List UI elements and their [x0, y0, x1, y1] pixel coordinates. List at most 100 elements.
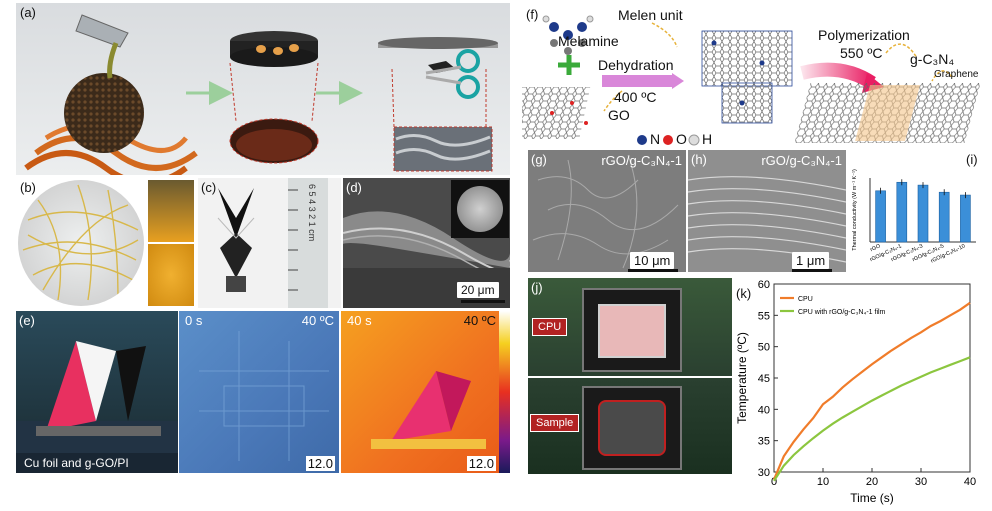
ruler-number: 1 [307, 221, 317, 227]
panel-c: 6 5 4 3 2 1 cm (c) [198, 178, 341, 308]
y-axis-label: Thermal conductivity (W m⁻¹ K⁻¹) [852, 169, 858, 251]
panel-h: (h) rGO/g-C₃N₄-1 1 μm [688, 150, 846, 272]
ruler-number: 3 [307, 206, 317, 212]
panel-label-b: (b) [20, 180, 36, 195]
x-tick-label: 20 [866, 476, 878, 488]
y-tick-label: 50 [758, 342, 770, 354]
bar [938, 191, 950, 243]
scale-label-h: 1 μm [792, 252, 830, 269]
panel-h-title: rGO/g-C₃N₄-1 [761, 153, 842, 168]
panel-e-photo: Cu foil and g-GO/PI (e) [16, 311, 178, 473]
y-tick-label: 60 [758, 279, 770, 291]
legend-n: N [650, 131, 661, 147]
bar [960, 194, 971, 243]
y-tick-label: 55 [758, 310, 770, 322]
cpu-socket [582, 288, 682, 372]
panel-label-j: (j) [531, 280, 543, 295]
melamine-label: Melamine [558, 33, 619, 49]
y-tick-label: 30 [758, 467, 770, 479]
colorbar [499, 311, 510, 473]
ruler-number: 6 [307, 184, 317, 190]
melamine-molecule [542, 15, 594, 55]
melen-network [701, 30, 793, 124]
x-tick-label: 40 [964, 476, 976, 488]
panel-g-title: rGO/g-C₃N₄-1 [601, 153, 682, 168]
panel-label-e: (e) [19, 313, 35, 328]
scale-label-d: 20 μm [457, 282, 499, 298]
y-tick-label: 40 [758, 404, 770, 416]
legend-dot-h [688, 134, 700, 146]
sample-film [598, 400, 666, 456]
x-tick-label: 10 [817, 476, 829, 488]
polymerization-label: Polymerization [818, 27, 910, 43]
go-sheet [522, 87, 591, 139]
cpu-tag: CPU [532, 318, 568, 336]
bar-chart: rGOrGO/g-C₃N₄-1rGO/g-C₃N₄-3rGO/g-C₃N₄-5r… [852, 169, 976, 265]
panel-f: (f) Melamine Melen unit Dehydration 400 … [522, 3, 988, 148]
panel-label-d: (d) [346, 180, 362, 195]
plus-icon [558, 55, 580, 75]
series-line [772, 301, 971, 480]
folded-film [217, 188, 255, 292]
melen-label: Melen unit [618, 7, 683, 23]
go-label: GO [608, 107, 630, 123]
time-label-40s: 40 s [347, 313, 372, 328]
film-photo [451, 180, 509, 238]
ruler-unit: cm [307, 229, 317, 242]
panel-label-f: (f) [526, 7, 539, 22]
ruler-number: 2 [307, 214, 317, 220]
sem-surface [528, 150, 686, 272]
scale-label-g: 10 μm [630, 252, 675, 269]
panel-a: (a) [16, 3, 510, 175]
gcn-label: g-C₃N₄ [910, 51, 955, 67]
panel-j-bottom: Sample [528, 378, 732, 474]
legend-dot-n [637, 135, 647, 145]
cpu-socket [582, 386, 682, 470]
scale-bar-h [792, 269, 832, 272]
panel-label-k: (k) [736, 286, 752, 301]
fiber-dish [18, 180, 144, 306]
temp-400-label: 400 ºC [614, 89, 657, 105]
legend-label: CPU with rGO/g-C₃N₄-1 film [798, 309, 886, 316]
x-tick-label: rGO [869, 243, 882, 253]
panel-j-top: CPU (j) [528, 278, 732, 376]
y-tick-label: 35 [758, 436, 770, 448]
legend-h: H [702, 131, 713, 147]
sem-crosssection-h [688, 150, 846, 272]
panel-a-illustration [24, 14, 498, 175]
scale-bar-g [628, 269, 678, 272]
bar [896, 181, 908, 243]
thermal-image-40s: 40 s 40 ºC 12.0 [341, 311, 510, 473]
x-axis-label: Time (s) [850, 491, 894, 505]
y-tick-label: 45 [758, 373, 770, 385]
panel-label-i: (i) [966, 152, 978, 167]
polymerization-arrow [800, 62, 876, 89]
bar [875, 190, 886, 243]
scale-bar-d [461, 300, 505, 303]
legend-o: O [676, 131, 687, 147]
panel-g: (g) rGO/g-C₃N₄-1 10 μm [528, 150, 686, 272]
panel-label-c: (c) [201, 180, 217, 195]
ruler-numbers: 6 5 4 3 2 1 cm [302, 184, 322, 241]
panel-label-h: (h) [691, 152, 707, 167]
time-label-0s: 0 s [185, 313, 203, 328]
panel-label-a: (a) [20, 5, 36, 20]
y-axis-label: Temperature (ºC) [735, 332, 749, 424]
panel-b: (b) [16, 178, 196, 308]
temp-high-label: 40 ºC [463, 313, 496, 328]
panel-d: 20 μm (d) [343, 178, 510, 308]
x-tick-label: 0 [771, 476, 777, 488]
press-plate [378, 37, 498, 49]
ruler [288, 178, 328, 308]
synthesis-scheme [522, 15, 981, 146]
temp-low-label: 12.0 [466, 456, 496, 471]
series-line [773, 356, 971, 482]
sample-tag: Sample [530, 414, 580, 432]
cpu-chip [598, 304, 666, 358]
x-tick-label: 30 [915, 476, 927, 488]
pouring-cup [75, 14, 129, 48]
powder-photo [148, 244, 194, 306]
dehydration-label: Dehydration [598, 57, 674, 73]
